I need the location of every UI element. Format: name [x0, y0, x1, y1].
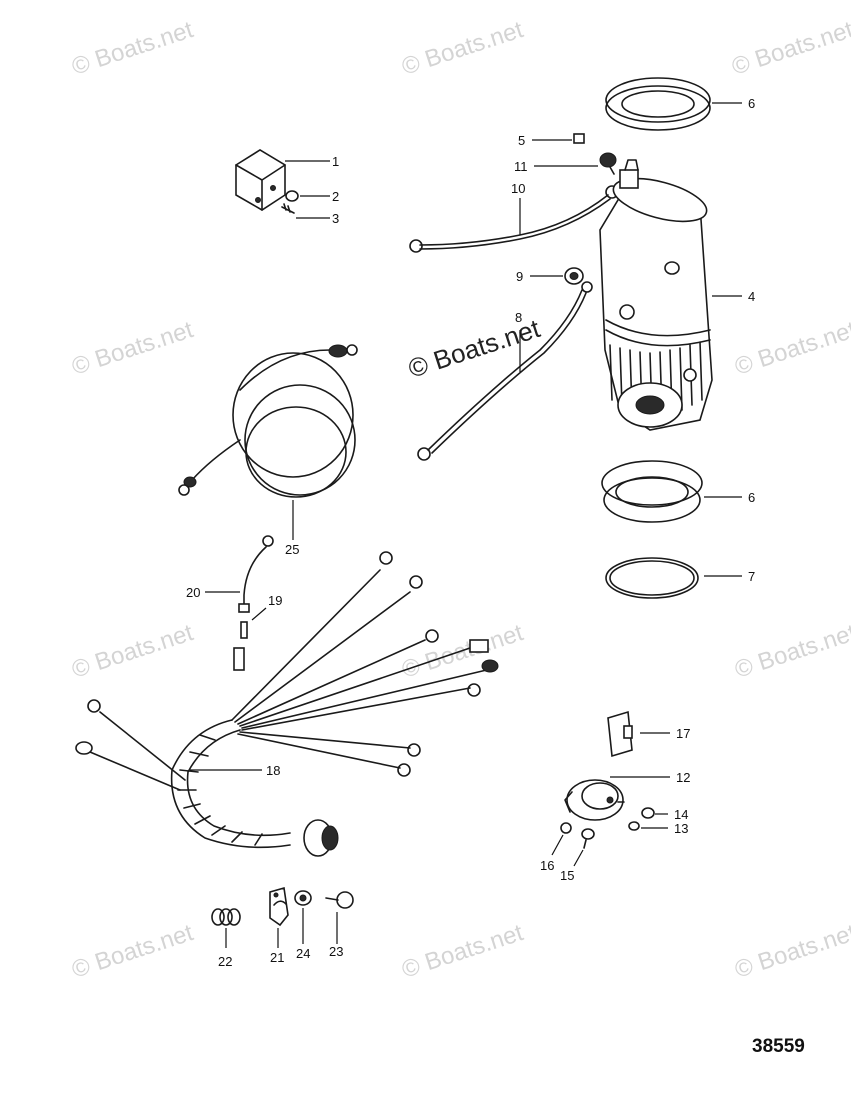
part-connector-pin [240, 607, 267, 639]
part-spring-22 [211, 908, 241, 948]
callout-5: 5 [518, 133, 525, 148]
callout-16: 16 [540, 858, 554, 873]
watermark-text: © Boats.net [729, 16, 851, 81]
callout-7: 7 [748, 569, 755, 584]
callout-21: 21 [270, 950, 284, 965]
part-clamp-21 [269, 886, 289, 948]
part-washer-terminal [628, 821, 668, 831]
part-washer-16 [551, 822, 572, 856]
watermark-layer: © Boats.net © Boats.net © Boats.net © Bo… [69, 16, 851, 984]
watermark-text: © Boats.net [399, 16, 527, 81]
callout-6-bottom: 6 [748, 490, 755, 505]
part-o-ring [605, 557, 742, 599]
part-screw-15 [573, 828, 595, 867]
watermark-text-dark: © Boats.net [405, 313, 545, 384]
callout-labels: 1 2 3 4 5 6 6 7 8 9 10 11 12 13 14 15 16… [186, 96, 755, 969]
callout-23: 23 [329, 944, 343, 959]
part-bolt-23 [325, 891, 354, 944]
callout-19: 19 [268, 593, 282, 608]
part-nut [530, 267, 584, 285]
callout-15: 15 [560, 868, 574, 883]
part-small-cap [532, 133, 585, 144]
callout-6-top: 6 [748, 96, 755, 111]
callout-12: 12 [676, 770, 690, 785]
watermark-text: © Boats.net [69, 919, 197, 984]
callout-3: 3 [332, 211, 339, 226]
watermark-text: © Boats.net [732, 919, 851, 984]
watermark-text: © Boats.net [399, 919, 527, 984]
watermark-text: © Boats.net [399, 619, 527, 684]
part-washer-24 [294, 890, 312, 944]
callout-11: 11 [514, 159, 528, 174]
part-rubber-ring-top [605, 77, 742, 131]
callout-4: 4 [748, 289, 755, 304]
part-starter-motor [599, 159, 742, 431]
callout-25: 25 [285, 542, 299, 557]
callout-20: 20 [186, 585, 200, 600]
part-solenoid [564, 776, 670, 821]
callout-17: 17 [676, 726, 690, 741]
part-nut-terminal [641, 807, 668, 819]
part-bracket-plate [607, 710, 670, 758]
callout-24: 24 [296, 946, 310, 961]
part-wiring-harness [75, 551, 499, 857]
part-ground-wire [205, 535, 274, 613]
part-screw-small [281, 203, 330, 219]
part-nut-small [285, 190, 330, 202]
watermark-text: © Boats.net [732, 316, 851, 381]
part-rubber-ring-bottom [601, 460, 742, 523]
part-cable-long [417, 281, 593, 461]
callout-1: 1 [332, 154, 339, 169]
callout-10: 10 [511, 181, 525, 196]
part-terminal-nut [534, 152, 617, 175]
watermark-text: © Boats.net [732, 619, 851, 684]
callout-2: 2 [332, 189, 339, 204]
watermark-text: © Boats.net [69, 16, 197, 81]
callout-8: 8 [515, 310, 522, 325]
callout-18: 18 [266, 763, 280, 778]
callout-9: 9 [516, 269, 523, 284]
part-relay-block [235, 149, 330, 211]
callout-22: 22 [218, 954, 232, 969]
diagram-number: 38559 [752, 1036, 805, 1057]
watermark-text: © Boats.net [69, 619, 197, 684]
callout-14: 14 [674, 807, 688, 822]
watermark-text: © Boats.net [69, 316, 197, 381]
part-coiled-cable [178, 344, 358, 540]
part-cable-short [409, 185, 619, 253]
callout-13: 13 [674, 821, 688, 836]
